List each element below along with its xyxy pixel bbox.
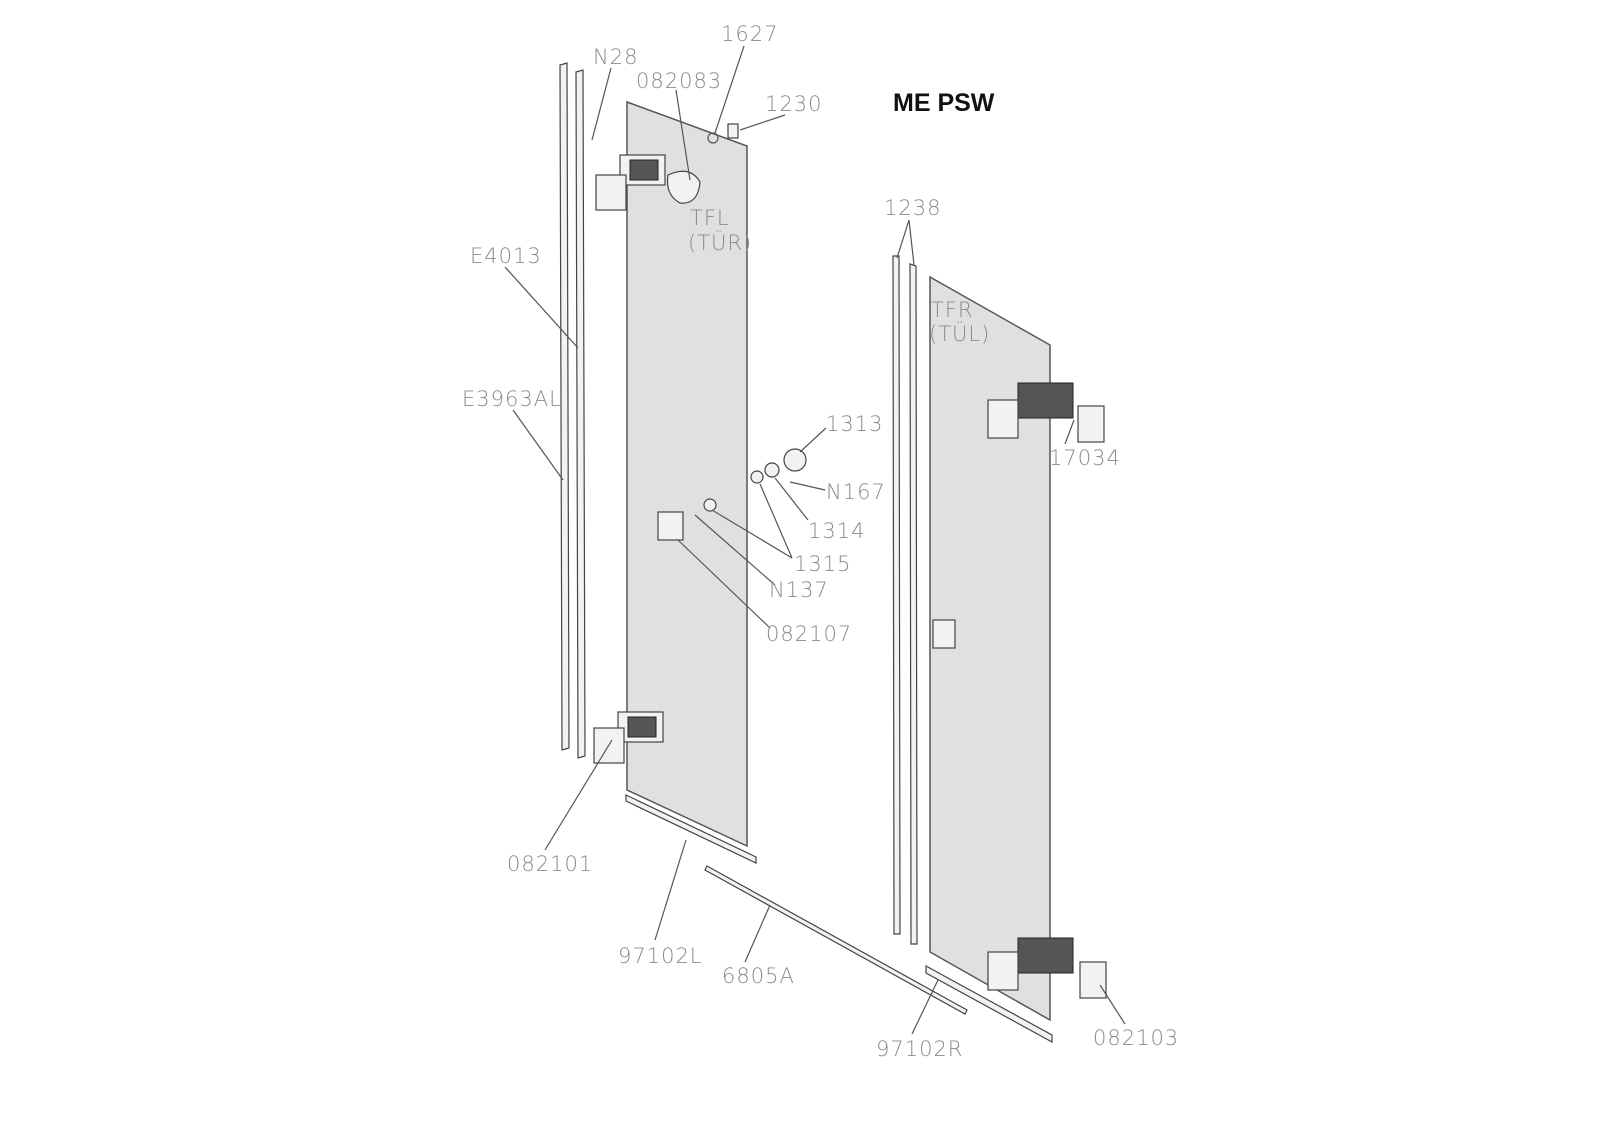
hinge-cover-082083	[666, 170, 701, 204]
label-082101: 082101	[507, 852, 593, 876]
part-1314	[764, 462, 780, 478]
label-082083: 082083	[636, 69, 722, 93]
handle-right	[932, 619, 956, 649]
label-e3963al: E3963AL	[462, 387, 562, 411]
diagram-title: ME PSW	[893, 89, 995, 117]
seal-97102l	[625, 794, 757, 864]
label-97102l: 97102L	[618, 944, 703, 968]
label-1313: 1313	[826, 412, 883, 436]
label-tfr: TFR	[931, 298, 974, 322]
seal-97102r	[925, 964, 1053, 1044]
label-1230: 1230	[765, 92, 822, 116]
hinge-top-right	[987, 382, 1105, 443]
label-n28: N28	[593, 45, 638, 69]
label-1238: 1238	[884, 196, 941, 220]
label-082107: 082107	[766, 622, 852, 646]
leader-lines	[504, 45, 1126, 1035]
profile-1238-a	[892, 255, 901, 935]
profile-1238-b	[909, 263, 918, 945]
label-tul: (TÜL)	[929, 320, 990, 346]
hinge-bottom-left	[593, 711, 664, 764]
label-082103: 082103	[1093, 1026, 1179, 1050]
part-1313-knob	[783, 448, 807, 472]
seal-6805a	[704, 865, 968, 1015]
label-97102r: 97102R	[876, 1037, 963, 1061]
label-n167: N167	[826, 480, 886, 504]
label-1314: 1314	[808, 519, 865, 543]
label-17034: 17034	[1049, 446, 1121, 470]
glass-panel-tfr	[929, 275, 1051, 1022]
part-1315-washer	[703, 498, 717, 512]
label-e4013: E4013	[470, 244, 542, 268]
hinge-bottom-right	[987, 937, 1107, 999]
profile-e4013	[575, 69, 586, 759]
label-1315: 1315	[794, 552, 851, 576]
part-1627	[707, 132, 719, 144]
label-tur: (TÜR)	[688, 229, 752, 255]
hinge-top-left	[595, 154, 666, 211]
label-tfl: TFL	[690, 206, 730, 230]
label-1627: 1627	[721, 22, 778, 46]
part-1315-washer-2	[750, 470, 764, 484]
label-n137: N137	[769, 578, 829, 602]
label-6805a: 6805A	[722, 964, 795, 988]
profile-e3963al	[559, 62, 570, 751]
part-1230	[727, 123, 739, 139]
glass-panel-tfl	[626, 100, 748, 848]
part-082107	[657, 511, 684, 541]
